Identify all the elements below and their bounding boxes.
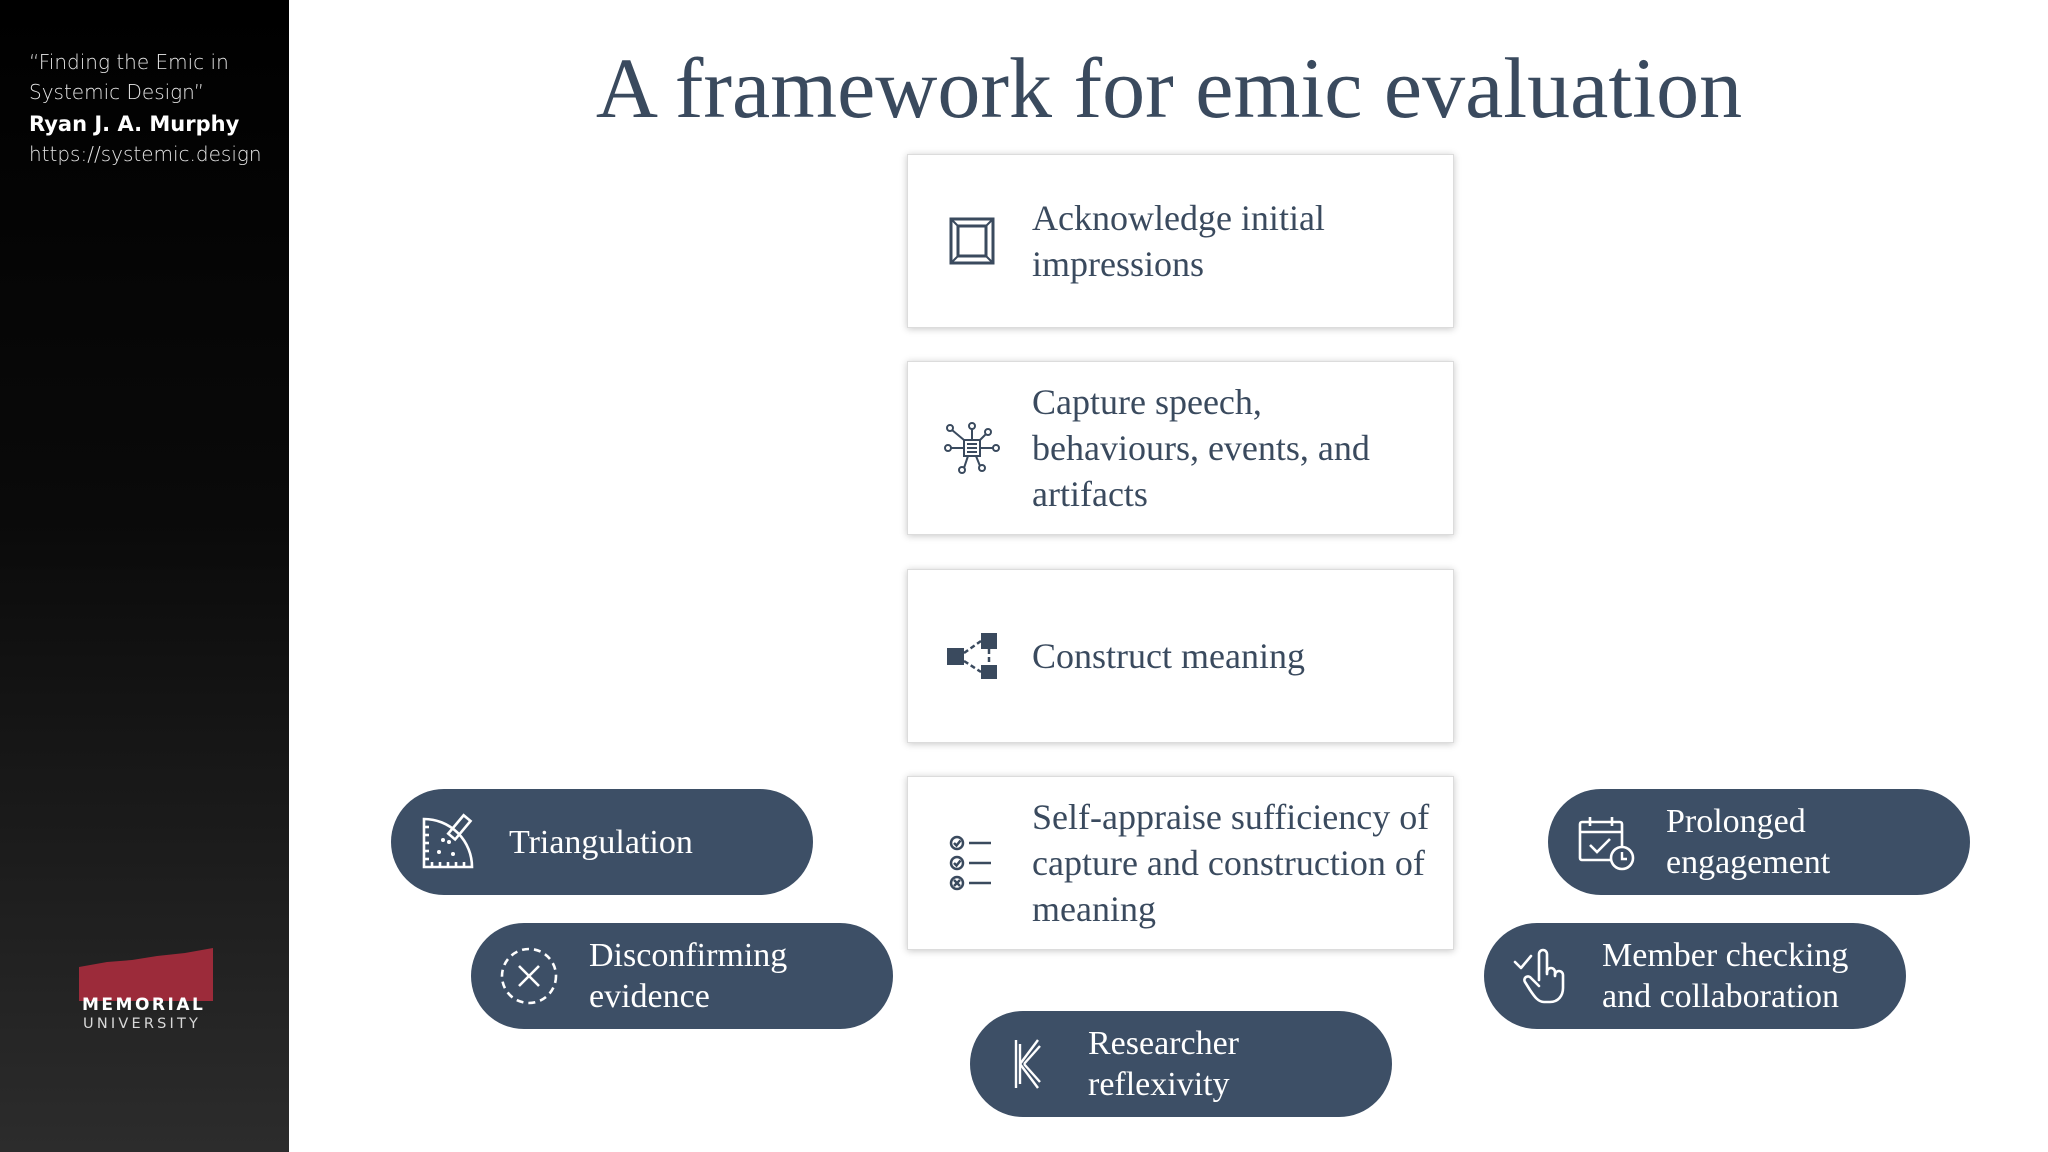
step-label: Capture speech, behaviours, events, and …	[1032, 382, 1370, 514]
memorial-university-logo: MEMORIAL UNIVERSITY	[74, 945, 224, 1035]
talk-title-line-1: “Finding the Emic in	[29, 50, 229, 74]
talk-title-line-2: Systemic Design”	[29, 80, 205, 104]
step-card-acknowledge: Acknowledge initial impressions	[907, 154, 1454, 328]
university-flag-icon	[79, 948, 213, 1001]
dashed-x-circle-icon	[499, 946, 559, 1006]
technique-label: Prolonged engagement	[1666, 803, 1831, 881]
technique-label: Disconfirming evidence	[589, 937, 788, 1015]
hierarchy-icon	[944, 570, 1000, 742]
technique-label: Triangulation	[509, 823, 693, 861]
page-title: A framework for emic evaluation	[595, 40, 1743, 136]
step-card-construct: Construct meaning	[907, 569, 1454, 743]
hand-check-icon	[1512, 946, 1572, 1006]
step-label: Self-appraise sufficiency of capture and…	[1032, 797, 1430, 929]
checklist-icon	[944, 777, 1000, 949]
sidebar: “Finding the Emic in Systemic Design” Ry…	[0, 0, 289, 1152]
technique-pill-prolonged-engagement: Prolonged engagement	[1548, 789, 1970, 895]
frame-icon	[944, 155, 1000, 327]
protractor-icon	[419, 812, 479, 872]
reflexivity-icon	[998, 1034, 1058, 1094]
technique-label: Researcher reflexivity	[1088, 1025, 1240, 1103]
logo-wordmark-memorial: MEMORIAL	[82, 995, 206, 1015]
technique-pill-researcher-reflexivity: Researcher reflexivity	[970, 1011, 1392, 1117]
technique-pill-member-checking: Member checking and collaboration	[1484, 923, 1906, 1029]
calendar-clock-icon	[1576, 812, 1636, 872]
step-label: Acknowledge initial impressions	[1032, 198, 1325, 284]
author-name: Ryan J. A. Murphy	[29, 112, 240, 136]
technique-pill-triangulation: Triangulation	[391, 789, 813, 895]
technique-pill-disconfirming-evidence: Disconfirming evidence	[471, 923, 893, 1029]
website-url: https://systemic.design	[29, 142, 262, 166]
logo-wordmark-university: UNIVERSITY	[83, 1016, 202, 1032]
step-card-capture: Capture speech, behaviours, events, and …	[907, 361, 1454, 535]
step-label: Construct meaning	[1032, 636, 1305, 676]
network-capture-icon	[944, 362, 1000, 534]
technique-label: Member checking and collaboration	[1602, 937, 1849, 1015]
step-card-self-appraise: Self-appraise sufficiency of capture and…	[907, 776, 1454, 950]
